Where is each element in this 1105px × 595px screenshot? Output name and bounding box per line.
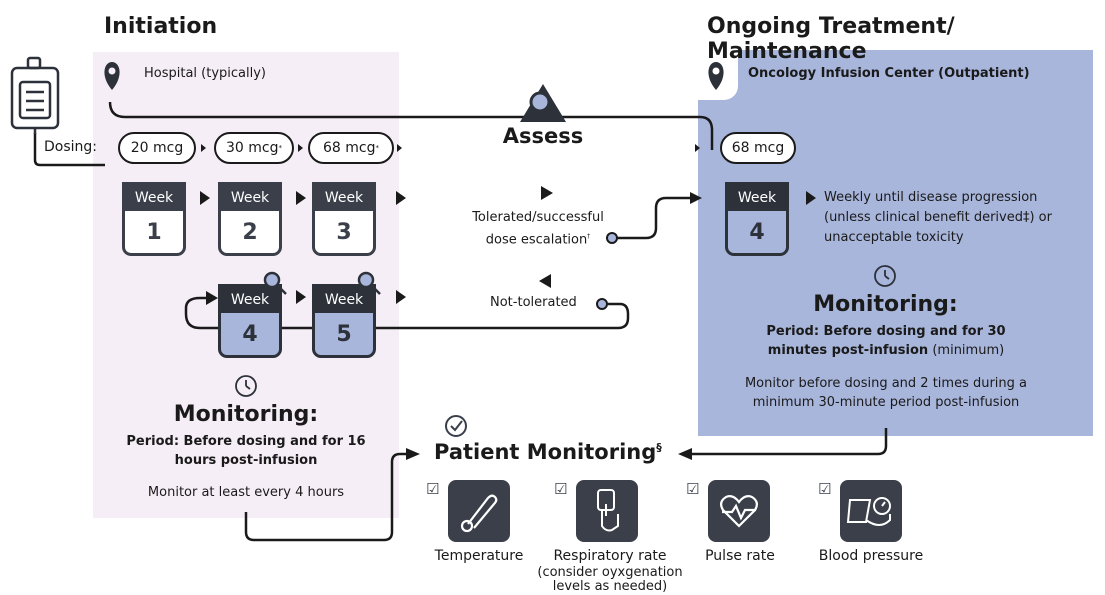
dose-pill-week3: 68 mcg*: [308, 132, 394, 164]
respiratory-rate-label: Respiratory rate: [553, 548, 667, 564]
maintenance-monitoring-period: Period: Before dosing and for 30 minutes…: [736, 322, 1036, 360]
check-icon: ☑: [554, 480, 568, 498]
week-2-calendar: Week 2: [218, 182, 282, 256]
pulse-oximeter-icon: [576, 480, 638, 542]
maintenance-schedule: Weekly until disease progression (unless…: [824, 190, 1052, 245]
week-label: Week: [125, 185, 183, 211]
not-tolerated-label: Not-tolerated: [490, 295, 577, 310]
week-label: Week: [315, 185, 373, 211]
dose-value: 20 mcg: [130, 140, 184, 156]
week-3-calendar: Week 3: [312, 182, 376, 256]
dose-mark: *: [375, 144, 380, 152]
maintenance-location: Oncology Infusion Center (Outpatient): [748, 66, 1030, 81]
initiation-title: Initiation: [104, 14, 218, 39]
period-rest: (minimum): [932, 343, 1005, 358]
week-5-calendar: Week 5: [312, 284, 376, 358]
assess-label: Assess: [502, 124, 584, 148]
dose-value: 68 mcg: [323, 140, 376, 156]
thermometer-icon: [448, 480, 510, 542]
pulse-rate-label: Pulse rate: [705, 548, 775, 564]
blood-pressure-label: Blood pressure: [818, 548, 924, 564]
initiation-monitoring-title: Monitoring:: [173, 402, 319, 427]
week-label: Week: [221, 185, 279, 211]
maintenance-monitoring-frequency: Monitor before dosing and 2 times during…: [744, 376, 1028, 410]
dose-pill-week1: 20 mcg: [118, 132, 196, 164]
tolerated-text: Tolerated/successful dose escalation: [472, 210, 604, 248]
week-number: 2: [242, 220, 258, 245]
maintenance-week-calendar: Week 4: [725, 182, 789, 256]
patient-monitoring-text: Patient Monitoring: [434, 440, 657, 464]
week-number: 3: [336, 220, 352, 245]
dose-mark: *: [278, 144, 283, 152]
maintenance-title: Ongoing Treatment/ Maintenance: [707, 14, 955, 64]
initiation-location: Hospital (typically): [144, 66, 267, 81]
initiation-monitoring-period: Period: Before dosing and for 16 hours p…: [126, 434, 366, 468]
week-label: Week: [315, 287, 373, 313]
week-number: 4: [242, 322, 258, 347]
patient-monitoring-mark: §: [656, 441, 662, 454]
week-number: 1: [146, 220, 162, 245]
check-icon: ☑: [818, 480, 832, 498]
maintenance-dose-pill: 68 mcg: [720, 132, 796, 164]
maintenance-monitoring-title: Monitoring:: [813, 292, 958, 317]
dosing-label: Dosing:: [44, 139, 98, 155]
check-icon: ☑: [426, 480, 440, 498]
week-label: Week: [221, 287, 279, 313]
week-1-calendar: Week 1: [122, 182, 186, 256]
initiation-monitoring-frequency: Monitor at least every 4 hours: [147, 485, 345, 500]
temperature-label: Temperature: [434, 548, 524, 564]
respiratory-rate-note: (consider oyxgenation levels as needed): [537, 565, 683, 594]
week-number: 5: [336, 322, 352, 347]
week-4-calendar: Week 4: [218, 284, 282, 358]
dose-value: 68 mcg: [731, 140, 785, 156]
check-icon: ☑: [686, 480, 700, 498]
tolerated-label: Tolerated/successful dose escalation†: [460, 208, 616, 249]
dose-value: 30 mcg: [226, 140, 279, 156]
patient-monitoring-title: Patient Monitoring§: [434, 440, 662, 464]
tolerated-mark: †: [587, 233, 591, 240]
blood-pressure-cuff-icon: [840, 480, 902, 542]
week-number: 4: [749, 220, 765, 245]
heart-pulse-icon: [708, 480, 770, 542]
dose-pill-week2: 30 mcg*: [214, 132, 294, 164]
period-bold: Period: Before dosing and for 30 minutes…: [766, 324, 1006, 358]
week-label: Week: [728, 185, 786, 211]
